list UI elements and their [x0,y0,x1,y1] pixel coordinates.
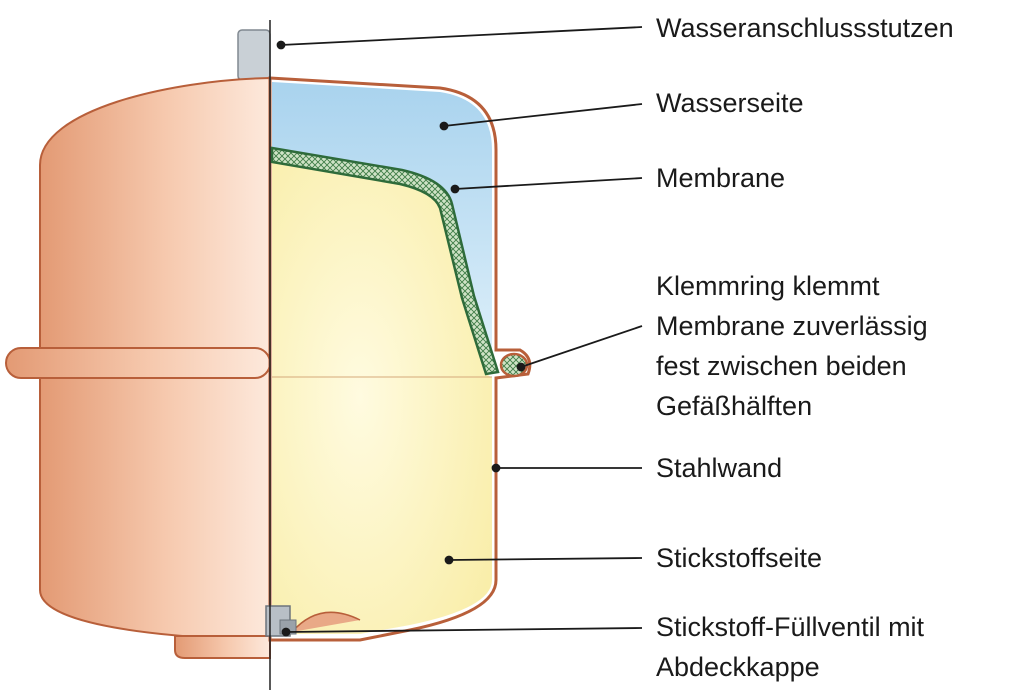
label-clamp-ring-line-1: Klemmring klemmt [656,271,880,301]
bottom-dome [291,611,361,633]
label-clamp-ring-line-4: Gefäßhälften [656,391,813,421]
label-membrane: Membrane [656,163,786,193]
label-nitrogen-side: Stickstoffseite [656,543,823,573]
membrane [270,146,500,376]
dot-water-connection [276,40,286,50]
nitrogen-chamber [272,160,492,634]
dot-membrane [450,184,460,194]
leader-clamp-ring [520,325,643,368]
dot-clamp-ring [516,362,526,372]
dot-nitrogen-side [444,555,454,565]
label-clamp-ring: Klemmring klemmt Membrane zuverlässig fe… [656,266,928,426]
clamp-ring-band [5,347,271,379]
dot-water-side [439,121,449,131]
label-fill-valve: Stickstoff-Füllventil mit Abdeckkappe [656,607,924,687]
label-fill-valve-line-1: Stickstoff-Füllventil mit [656,612,925,642]
label-water-connection: Wasseranschlussstutzen [656,13,954,43]
dot-fill-valve [281,627,291,637]
leader-water-side [443,103,643,127]
water-connection-stub [237,29,271,81]
vessel-exterior [5,29,271,659]
label-clamp-ring-line-3: fest zwischen beiden [656,351,907,381]
leader-nitrogen-side [448,557,643,561]
bottom-foot [174,635,271,659]
leader-membrane [454,177,643,190]
leader-lines [276,26,643,637]
water-chamber [272,82,495,372]
vessel-section [265,76,532,642]
dot-steel-wall [491,463,501,473]
label-clamp-ring-line-2: Membrane zuverlässig [656,311,928,341]
label-steel-wall: Stahlwand [656,453,783,483]
label-water-side: Wasserseite [656,88,804,118]
label-fill-valve-line-2: Abdeckkappe [656,652,820,682]
leader-fill-valve [285,627,643,633]
leader-water-connection [280,26,643,46]
